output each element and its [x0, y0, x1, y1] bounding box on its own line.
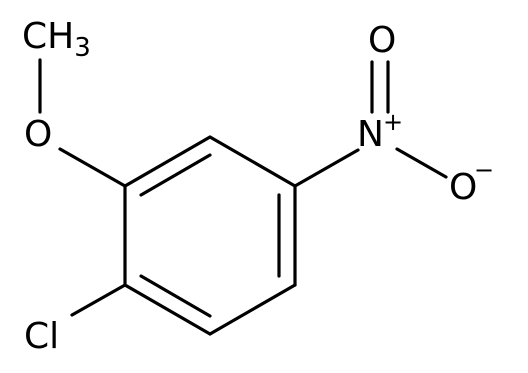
bond-c3-nitrogen	[293, 148, 360, 188]
nitrogen-label: N	[357, 114, 384, 155]
bond-nitrogen-oxygen-single	[395, 147, 448, 179]
bond-c1-ether-oxygen	[58, 147, 127, 188]
bond-ring-c1-c2	[123, 135, 212, 188]
methyl-label: CH3	[22, 16, 91, 63]
bond-ring-inner-c5-c6	[139, 274, 212, 318]
ether-oxygen-label: O	[24, 114, 52, 155]
nitro-oxygen-charge: −	[474, 156, 494, 184]
nitro-oxygen-double-label: O	[368, 20, 396, 61]
nitro-oxygen-single-label: O	[449, 167, 477, 208]
bond-c6-chlorine	[70, 283, 127, 317]
bond-ring-c5-c6	[123, 283, 212, 336]
bond-ring-inner-c1-c2	[139, 153, 212, 197]
methyl-main: CH	[22, 16, 74, 57]
bond-ring-c2-c3	[208, 135, 297, 188]
chlorine-label: Cl	[24, 316, 59, 357]
bond-ring-c4-c5	[208, 283, 297, 336]
nitrogen-charge: +	[383, 108, 403, 136]
methyl-subscript: 3	[74, 33, 91, 63]
